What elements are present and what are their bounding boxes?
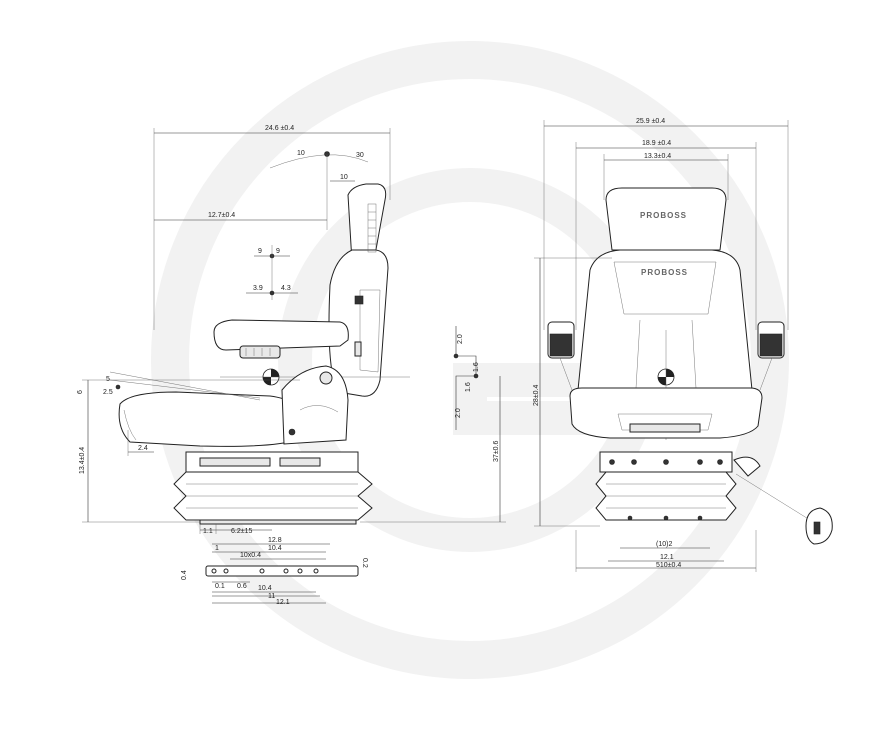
dim-12-1: 12.1 [276,599,290,606]
dim-3-9: 3.9 [253,285,263,292]
suspension-side: 1.1 6.2±15 [173,451,373,535]
dim-5: 5 [106,376,110,383]
dim-0-1: 0.1 [215,583,225,590]
dim-6-2: 6.2±15 [231,528,252,535]
brand-backrest: PROBOSS [641,268,688,277]
dim-front-overall-width: 25.9 ±0.4 [636,118,665,125]
dim-0-6: 0.6 [237,583,247,590]
front-view: 25.9 ±0.4 18.9 ±0.4 13.3±0.4 PROBOSS PRO… [533,118,833,572]
dim-height-left: 13.4±0.4 [79,447,86,474]
dim-0-4: 0.4 [181,570,188,580]
dim-front-12-1: 12.1 [660,554,674,561]
dim-headrest-10: 10 [340,174,348,181]
suspension-front [595,451,761,521]
dim-1-6a: 1.6 [473,362,480,372]
dim-backrest-width: 13.3±0.4 [644,153,671,160]
dim-2-0-bottom: 2.0 [455,408,462,418]
armrest-side [213,319,349,359]
dim-6: 6 [77,390,84,394]
dim-height-right: 37±0.6 [493,441,500,462]
headrest-front: PROBOSS [605,187,727,251]
dim-9a: 9 [258,248,262,255]
dim-1-1: 1.1 [203,528,213,535]
dim-11: 11 [268,593,275,600]
dim-2-0-top: 2.0 [457,334,464,344]
dim-10-4-top: 10.4 [268,545,282,552]
dim-2-5: 2.5 [103,389,113,396]
dim-angle-10: 10 [297,150,305,157]
brand-headrest: PROBOSS [640,211,687,220]
dim-4-3: 4.3 [281,285,291,292]
front-height-dimension: 28±0.4 [533,257,612,527]
dim-0-2: 0.2 [361,558,368,568]
mounting-rail-detail: 12.8 1 10.4 10x0.4 0.2 0.4 0.1 0.6 10.4 … [181,537,368,606]
dim-12-8: 12.8 [268,537,282,544]
dim-back-height: 28±0.4 [533,385,540,406]
dim-armrest-width: 18.9 ±0.4 [642,140,671,147]
dim-10-2: (10)2 [656,541,672,548]
dim-10-4-bottom: 10.4 [258,585,272,592]
side-view: 24.6 ±0.4 10 30 10 12.7±0.4 9 9 3.9 [77,125,506,606]
front-base-dimensions: (10)2 12.1 510±0.4 [575,530,757,572]
dim-1-6b: 1.6 [465,382,472,392]
front-width-dimensions: 25.9 ±0.4 18.9 ±0.4 13.3±0.4 [543,118,789,330]
seat-adjust-markers: 9 9 3.9 4.3 [246,245,298,300]
dim-10x0-4: 10x0.4 [240,552,261,559]
side-height-dimension: 13.4±0.4 6 2.5 5 2.4 [77,371,300,523]
dim-seat-depth: 12.7±0.4 [208,212,235,219]
dim-overall-depth: 24.6 ±0.4 [265,125,294,132]
overall-depth-dimension: 24.6 ±0.4 [153,125,391,330]
dim-2-4: 2.4 [138,445,148,452]
seat-depth-dimension: 12.7±0.4 [154,212,327,221]
dim-9b: 9 [276,248,280,255]
armrests-front [547,321,785,391]
height-adjust-dimension: 2.0 1.6 1.6 2.0 37±0.6 [360,326,506,523]
lever-detail [735,473,833,545]
backrest-front: PROBOSS [577,249,753,440]
dim-angle-30: 30 [356,152,364,159]
dim-1: 1 [215,545,219,552]
seat-backrest-side [328,183,389,397]
dim-base-width: 510±0.4 [656,562,681,569]
seat-cushion-side [118,365,410,447]
recline-angle: 10 30 10 [269,150,369,230]
seat-cushion-front [569,387,763,439]
